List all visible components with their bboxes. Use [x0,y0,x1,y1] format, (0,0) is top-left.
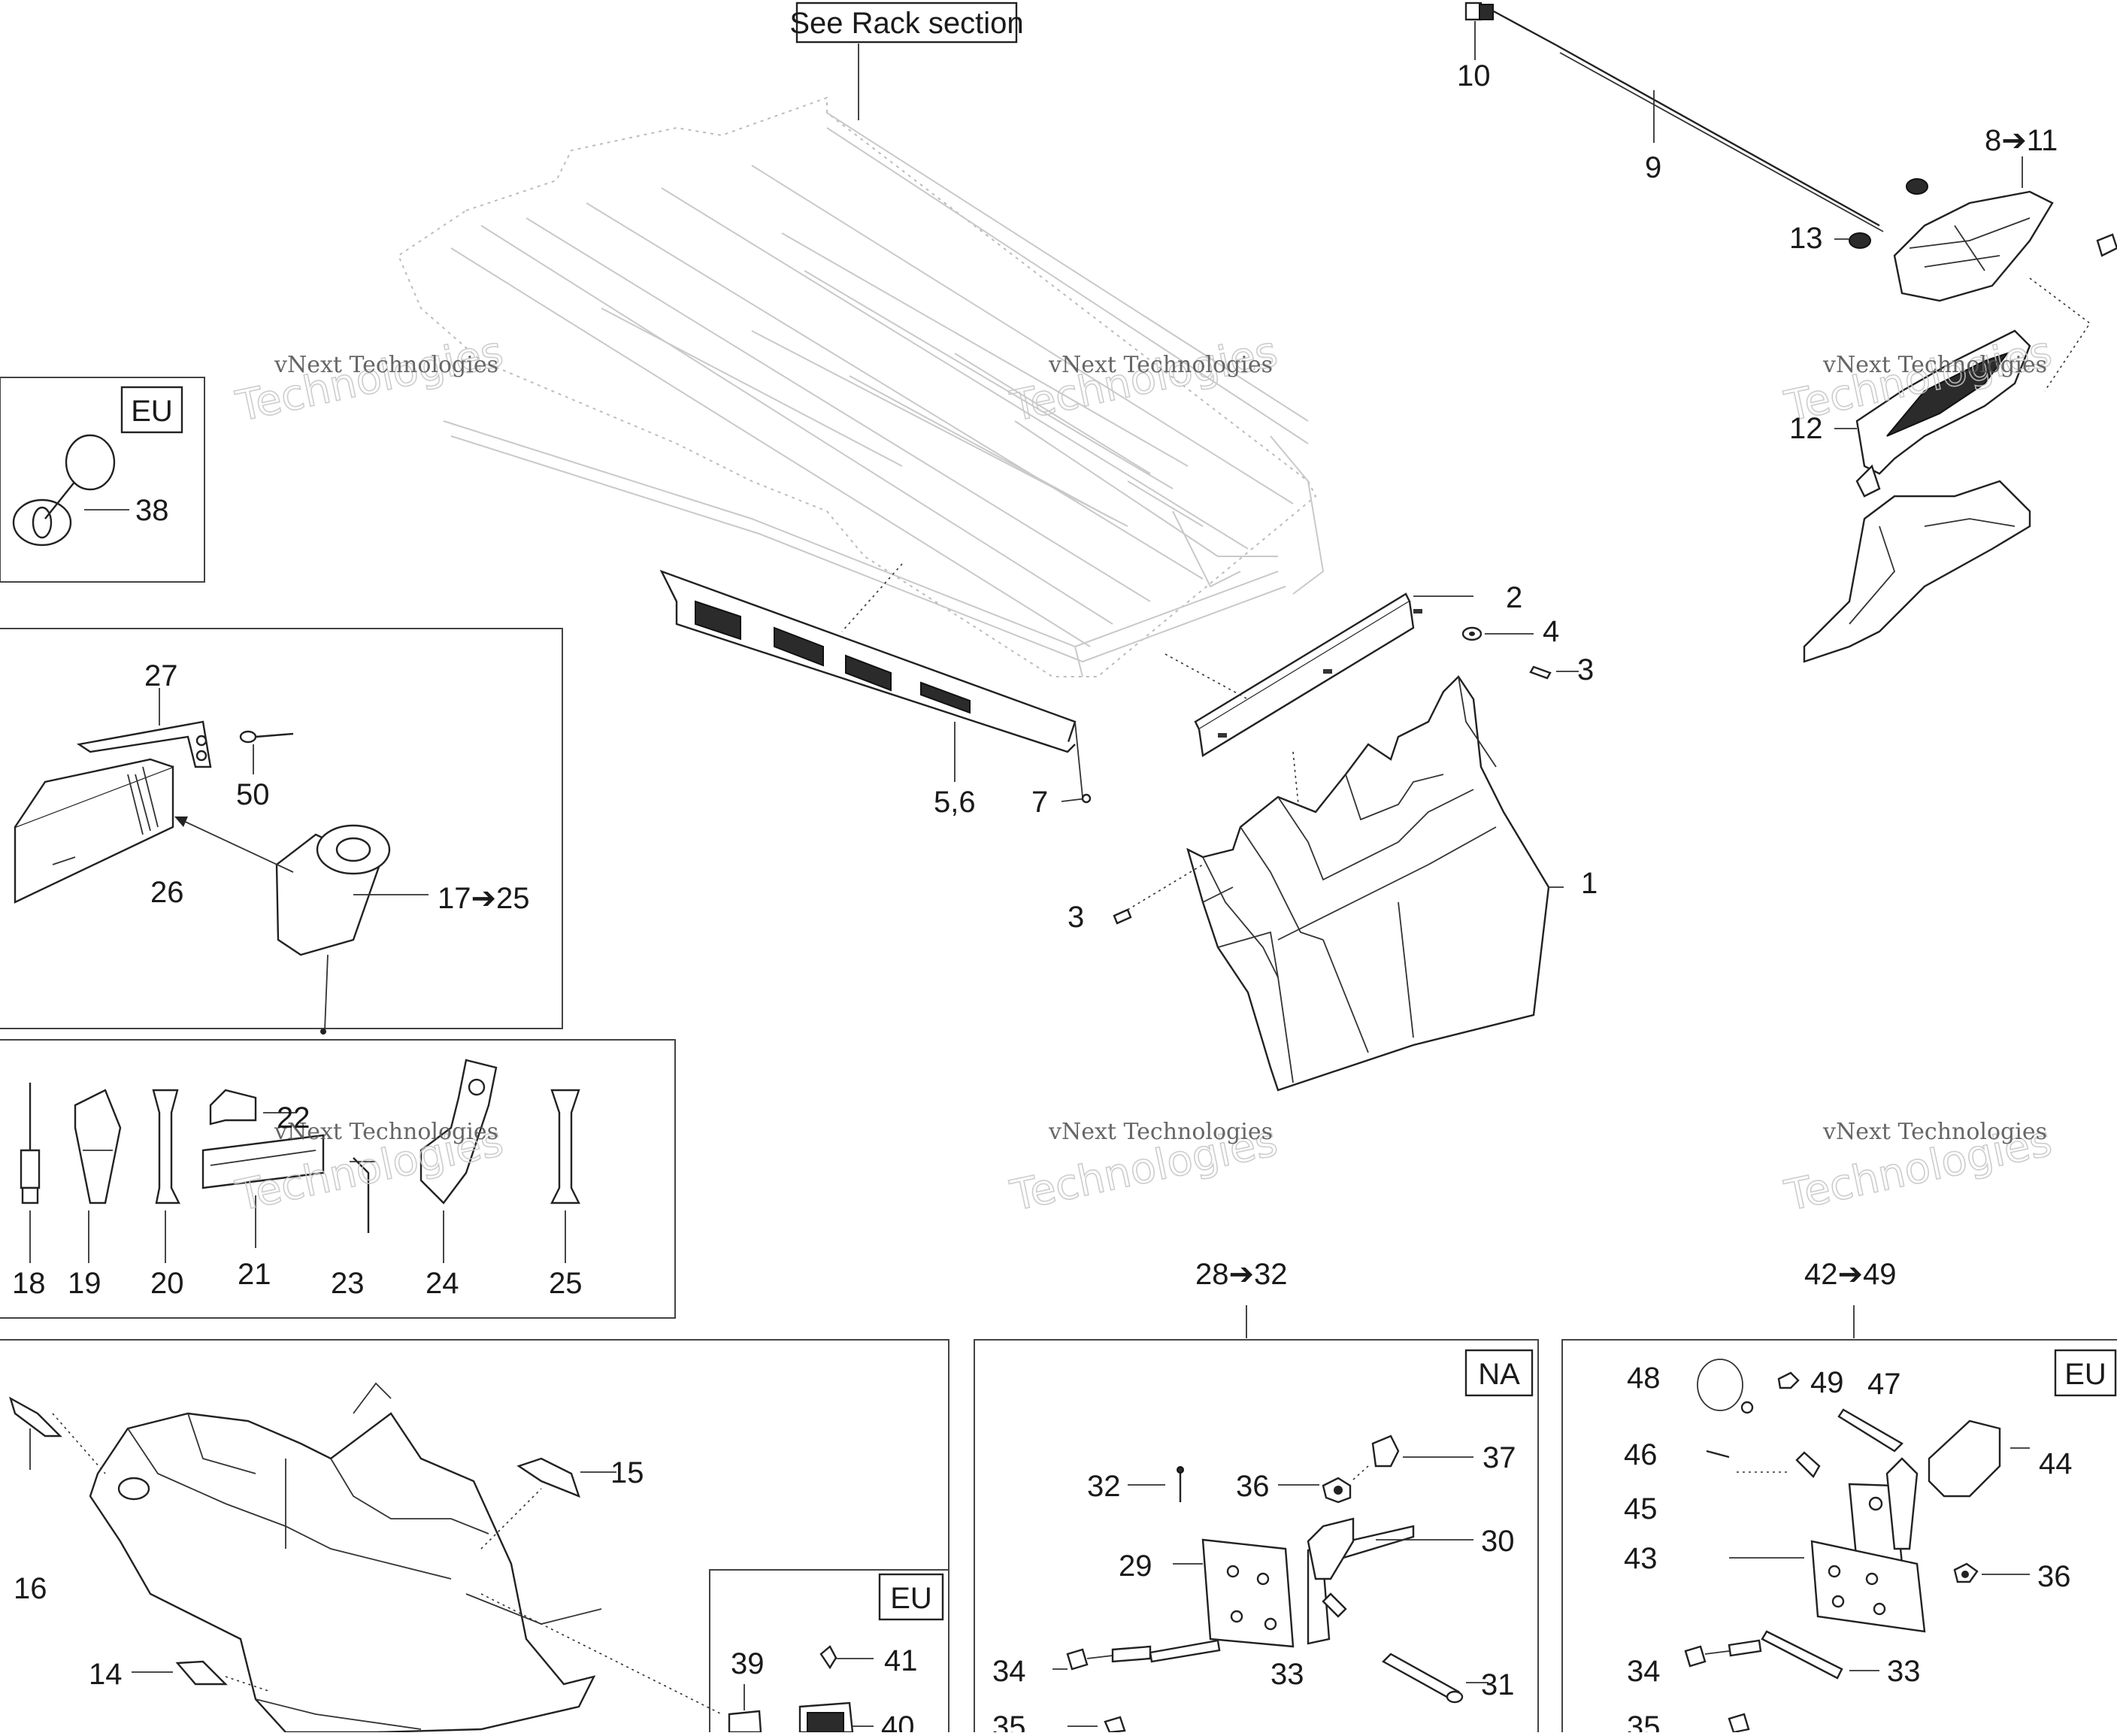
callout-45: 45 [1624,1492,1658,1525]
trim-panel-5-6 [659,569,1077,782]
callout-9: 9 [1645,151,1661,184]
snow-flap-1 [1186,675,1564,1092]
callout-26: 26 [150,876,184,909]
wrench-25 [550,1089,580,1263]
callout-25: 25 [549,1267,583,1300]
callout-43: 43 [1624,1542,1658,1575]
tool-kit-box [0,628,563,1029]
callout-28-32: 28➔32 [1195,1258,1288,1291]
callout-42-49: 42➔49 [1804,1258,1897,1291]
callout-2: 2 [1506,581,1522,614]
eu-box-38 [0,377,205,583]
callout-18: 18 [12,1267,46,1300]
callout-12: 12 [1789,412,1823,445]
svg-text:Technologies: Technologies [232,327,507,432]
clip-22 [209,1089,297,1126]
svg-text:vNext Technologies: vNext Technologies [274,352,498,378]
vehicle-box [0,1339,949,1736]
harness-9-10 [1464,2,1884,232]
callout-46: 46 [1624,1438,1658,1471]
callout-35a: 35 [992,1710,1026,1732]
callout-27: 27 [144,659,178,692]
rack-ghost [397,96,1325,677]
bag-26 [14,758,174,904]
callout-48: 48 [1627,1362,1661,1395]
na-hitch-box [974,1339,1539,1736]
housing-12 [1803,329,2031,663]
callout-23: 23 [331,1267,365,1300]
svg-text:vNext Technologies: vNext Technologies [1822,352,2047,378]
callout-30: 30 [1481,1525,1515,1558]
rail-bracket-2 [1194,592,1422,757]
tools-box [0,1039,676,1319]
callout-14: 14 [89,1658,123,1691]
na-hitch-parts [1052,1435,1489,1734]
callout-10: 10 [1457,59,1491,92]
callout-29: 29 [1119,1550,1152,1583]
callout-13: 13 [1789,222,1823,255]
callout-33a: 33 [1271,1658,1304,1691]
callout-3a: 3 [1577,653,1594,686]
rivet-50 [239,730,294,774]
callout-5-6: 5,6 [934,786,976,819]
region-tag-na: NA [1478,1358,1520,1391]
callout-33b: 33 [1887,1655,1921,1688]
rack-note-box [795,2,1018,44]
socket-19 [74,1089,122,1263]
callout-21: 21 [238,1258,271,1291]
callout-40: 40 [881,1710,915,1732]
callout-39: 39 [731,1647,765,1680]
callout-36a: 36 [1236,1470,1270,1503]
rack-note: See Rack section [789,7,1023,40]
spark-plug-wrench-24 [419,1059,498,1263]
callout-7: 7 [1031,786,1048,819]
callout-15: 15 [610,1456,644,1489]
callout-19: 19 [68,1267,101,1300]
taillight-8-11 [1834,156,2117,392]
tool-tube-17-25 [174,816,429,1035]
callout-16: 16 [14,1572,47,1605]
strap-21 [201,1134,325,1248]
region-tag-eu-1: EU [131,395,173,428]
callout-35b: 35 [1627,1710,1661,1732]
bracket-27 [76,688,212,768]
callout-34b: 34 [1627,1655,1661,1688]
callout-17-25: 17➔25 [438,882,530,915]
callout-36b: 36 [2037,1560,2071,1593]
region-tag-eu-3: EU [890,1582,932,1615]
callout-4: 4 [1543,615,1559,648]
snowmobile [89,1382,602,1734]
callout-labels: 1 2 3 3 4 5,6 7 8➔11 9 10 12 13 14 15 16… [12,59,2073,1736]
svg-text:vNext Technologies: vNext Technologies [1048,1119,1273,1145]
callout-41: 41 [884,1644,918,1677]
watermark-group: Technologies vNext Technologies Technolo… [232,327,2057,1222]
svg-text:Technologies: Technologies [1006,327,1281,432]
callout-50: 50 [236,778,270,811]
callout-38: 38 [135,494,169,527]
svg-text:vNext Technologies: vNext Technologies [274,1119,498,1145]
callout-34a: 34 [992,1655,1026,1688]
callout-32: 32 [1087,1470,1121,1503]
callout-1: 1 [1581,867,1598,900]
callout-20: 20 [150,1267,184,1300]
svg-text:vNext Technologies: vNext Technologies [1822,1119,2047,1145]
wrench-20 [152,1089,180,1263]
callout-47: 47 [1867,1368,1901,1401]
eu-hitch-box [1561,1339,2117,1736]
region-tag-eu-2: EU [2064,1358,2106,1391]
screwdriver-18 [20,1083,41,1263]
hex-key-23 [350,1157,376,1233]
callout-3b: 3 [1068,901,1084,934]
callout-24: 24 [426,1267,459,1300]
callout-31: 31 [1481,1668,1515,1701]
callout-44: 44 [2039,1447,2073,1480]
callout-49: 49 [1810,1366,1844,1399]
callout-22: 22 [277,1101,310,1135]
eu-hitch-parts [1684,1359,2030,1734]
svg-text:vNext Technologies: vNext Technologies [1048,352,1273,378]
callout-37: 37 [1483,1441,1516,1474]
callout-8-11: 8➔11 [1985,124,2058,157]
